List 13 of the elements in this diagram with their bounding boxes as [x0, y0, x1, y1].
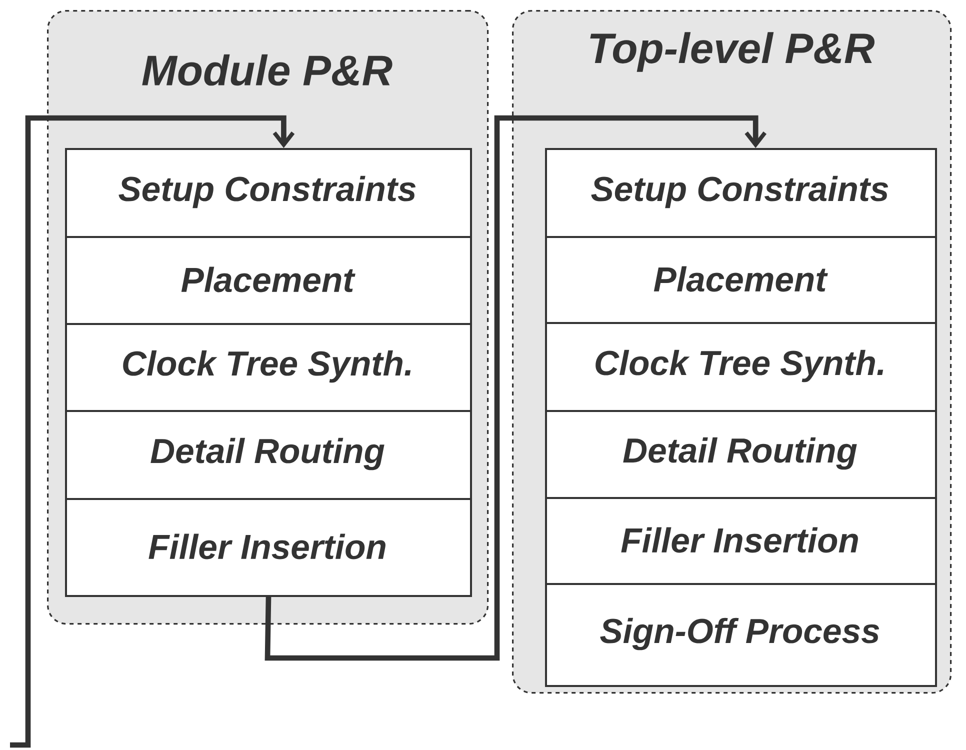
step-box: Sign-Off Process — [545, 583, 938, 687]
step-box: Filler Insertion — [65, 498, 472, 597]
step-box: Clock Tree Synth. — [545, 322, 938, 412]
step-box: Filler Insertion — [545, 497, 938, 585]
step-box: Clock Tree Synth. — [65, 323, 472, 412]
step-box: Setup Constraints — [545, 148, 938, 238]
arrow — [264, 115, 767, 661]
step-box: Placement — [65, 236, 472, 325]
step-box: Placement — [545, 236, 938, 324]
arrow — [10, 115, 295, 748]
step-box: Setup Constraints — [65, 148, 472, 238]
step-box: Detail Routing — [65, 410, 472, 500]
step-box: Detail Routing — [545, 410, 938, 499]
